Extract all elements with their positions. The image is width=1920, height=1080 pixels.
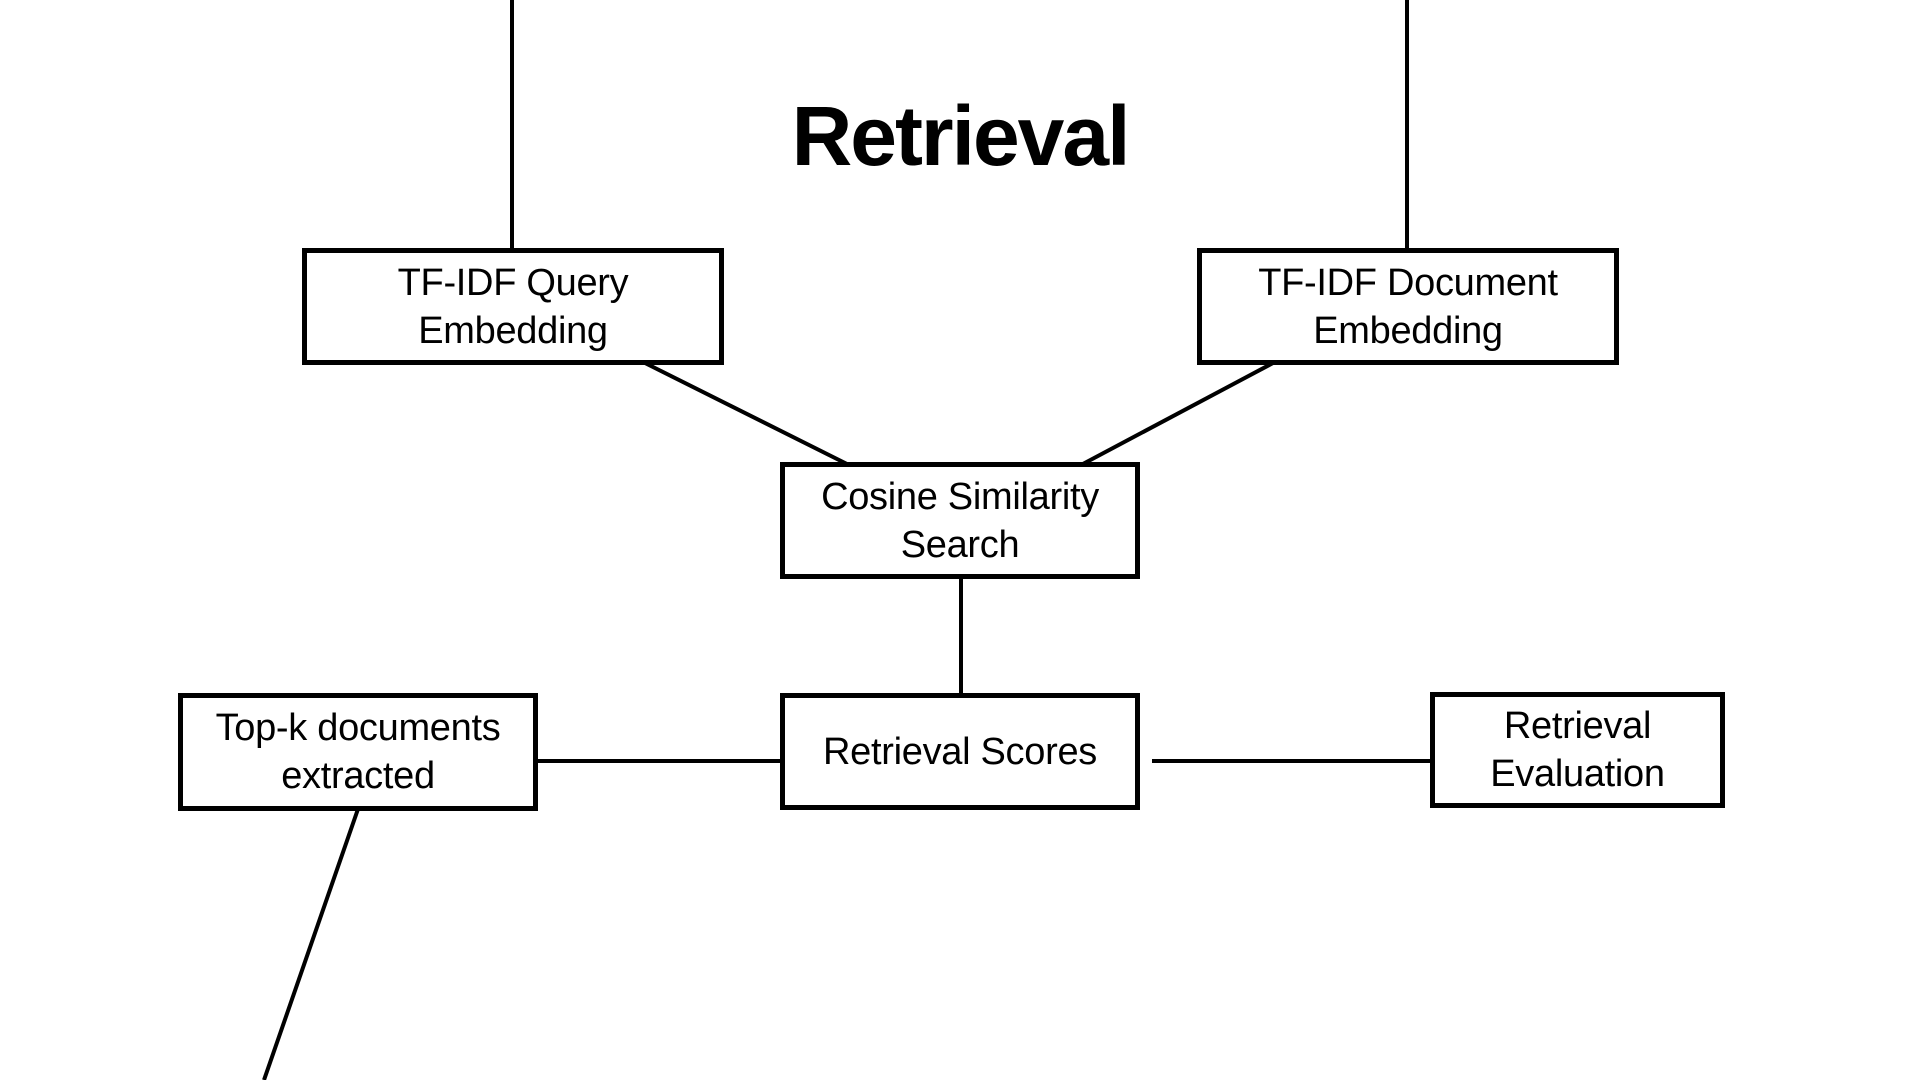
node-label-line: Embedding: [1313, 309, 1503, 352]
node-label: Retrieval Evaluation: [1490, 702, 1665, 798]
node-label: Cosine Similarity Search: [821, 473, 1099, 569]
node-label-line: Cosine Similarity: [821, 475, 1099, 518]
edge-topk-to-offscreen-bottom: [262, 808, 360, 1080]
edge-query-to-cosine: [644, 361, 850, 467]
node-label: TF-IDF Document Embedding: [1258, 259, 1558, 355]
node-top-k-documents-extracted: Top-k documents extracted: [178, 693, 538, 811]
node-label-line: Embedding: [418, 309, 608, 352]
node-tfidf-document-embedding: TF-IDF Document Embedding: [1197, 248, 1619, 365]
node-label-line: TF-IDF Query: [397, 261, 629, 304]
node-label-line: Retrieval Scores: [823, 730, 1097, 773]
node-retrieval-evaluation: Retrieval Evaluation: [1430, 692, 1725, 808]
node-label-line: extracted: [281, 755, 435, 797]
node-label-line: TF-IDF Document: [1258, 261, 1558, 304]
node-label-line: Top-k documents: [215, 707, 501, 749]
diagram-title: Retrieval: [791, 89, 1131, 183]
node-retrieval-scores: Retrieval Scores: [780, 693, 1140, 810]
node-label-line: Search: [900, 523, 1020, 566]
edge-document-to-cosine: [1080, 361, 1274, 467]
node-label: TF-IDF Query Embedding: [398, 259, 629, 355]
node-label: Retrieval Scores: [823, 728, 1097, 776]
node-label: Top-k documents extracted: [216, 704, 501, 800]
node-label-line: Evaluation: [1490, 753, 1665, 795]
node-tfidf-query-embedding: TF-IDF Query Embedding: [302, 248, 724, 365]
node-cosine-similarity-search: Cosine Similarity Search: [780, 462, 1140, 579]
node-label-line: Retrieval: [1503, 705, 1652, 747]
